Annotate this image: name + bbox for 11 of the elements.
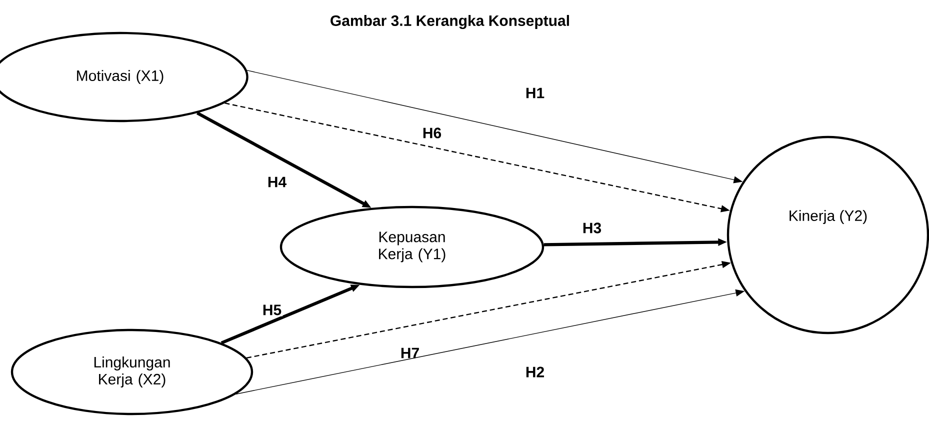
edge-label: H6 <box>421 126 443 140</box>
edge-label: H7 <box>399 346 421 360</box>
edge-label: H5 <box>261 304 283 316</box>
ellipse-node: Kinerja (Y2) <box>726 136 929 334</box>
ellipse-node: Kepuasan Kerja (Y1) <box>280 206 544 288</box>
edge-label: H1 <box>524 86 546 100</box>
title: Gambar 3.1 Kerangka Konseptual <box>330 14 569 30</box>
ellipse-node: Lingkungan Kerja (X2) <box>10 328 254 416</box>
edge-label: H2 <box>524 366 546 378</box>
edge-label: H3 <box>581 222 603 234</box>
edge-label: H4 <box>266 176 288 188</box>
